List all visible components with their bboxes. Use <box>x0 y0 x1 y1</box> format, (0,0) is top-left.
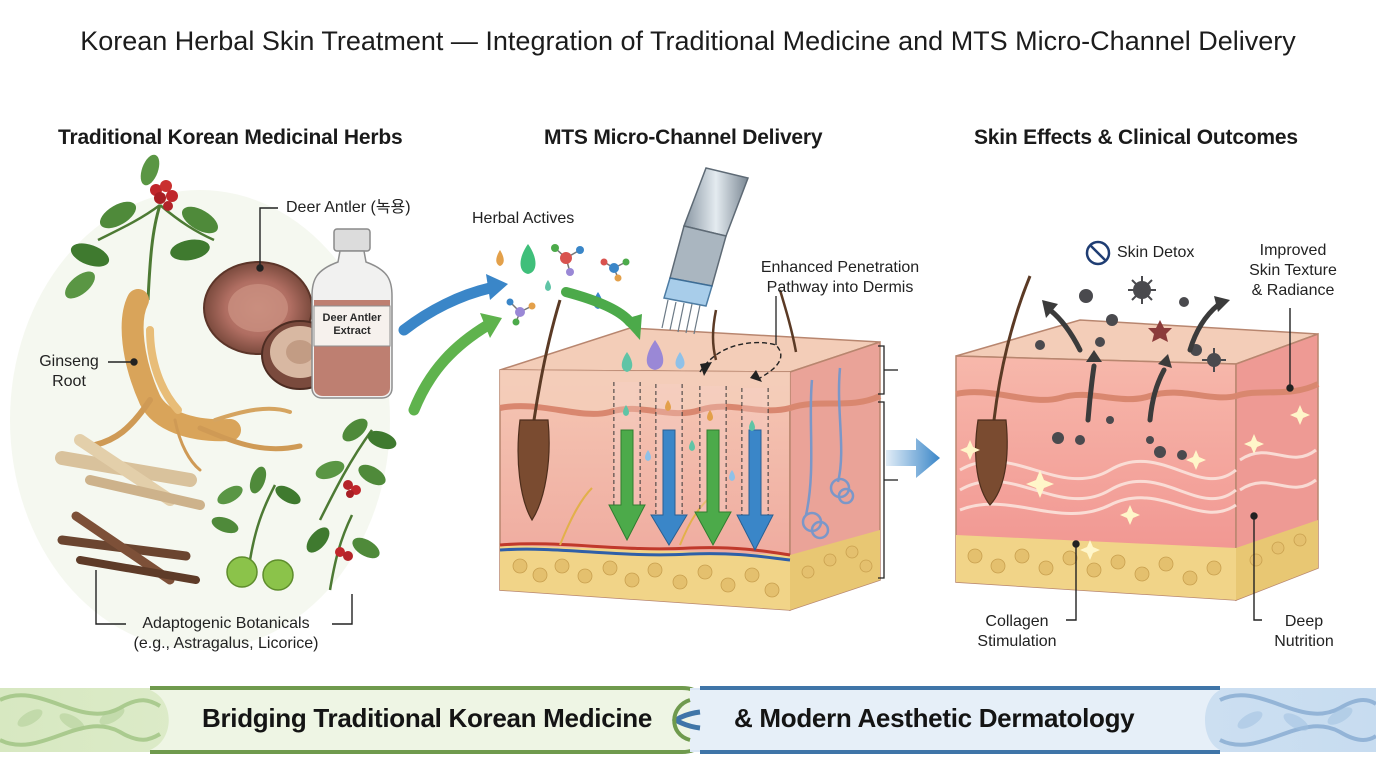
extract-bottle-icon <box>311 228 393 399</box>
collagen-label-line1: Collagen <box>985 613 1049 630</box>
adaptogenic-label-line2: (e.g., Astragalus, Licorice) <box>133 635 319 652</box>
effects-heading: Skin Effects & Clinical Outcomes <box>974 126 1298 149</box>
bottle-label-line2: Extract <box>333 325 371 337</box>
texture-label-line3: & Radiance <box>1251 282 1335 299</box>
transition-arrow-right <box>886 438 940 478</box>
ginseng-label-line1: Ginseng <box>39 353 99 370</box>
skin-block-mts <box>499 289 898 612</box>
penetration-label-line1: Enhanced Penetration <box>760 259 920 276</box>
delivery-arrows <box>608 429 774 552</box>
page-title: Korean Herbal Skin Treatment — Integrati… <box>80 26 1296 56</box>
banner-right-text: & Modern Aesthetic Dermatology <box>734 703 1135 733</box>
penetration-label: Enhanced Penetration Pathway into Dermis <box>748 258 932 298</box>
droplet-icon <box>621 340 755 481</box>
herb-leaves-icon <box>211 418 397 591</box>
mts-heading: MTS Micro-Channel Delivery <box>544 126 823 149</box>
molecule-icon <box>496 244 630 326</box>
detox-label: Skin Detox <box>1117 244 1195 261</box>
root-sticks-icon <box>55 434 205 585</box>
ginseng-label-line2: Root <box>52 373 86 390</box>
ginseng-icon <box>65 154 303 472</box>
flow-arrows-left <box>398 274 508 416</box>
texture-label-line1: Improved <box>1259 242 1327 259</box>
adaptogenic-label: Adaptogenic Botanicals (e.g., Astragalus… <box>106 614 346 654</box>
toxin-particle-icon <box>1035 276 1226 460</box>
herbs-heading: Traditional Korean Medicinal Herbs <box>58 126 403 149</box>
bottom-banner-art <box>0 686 1376 754</box>
microneedle-pen-icon <box>661 167 750 335</box>
texture-label: Improved Skin Texture & Radiance <box>1236 241 1350 301</box>
herbs-illustration <box>10 154 508 650</box>
skin-block-effects <box>955 240 1320 621</box>
sparkle-icon <box>960 405 1310 560</box>
deer-antler-label: Deer Antler (녹용) <box>286 199 411 216</box>
nutrition-label-line2: Nutrition <box>1274 633 1334 650</box>
bottle-label-line1: Deer Antler <box>322 312 382 324</box>
banner-left-text: Bridging Traditional Korean Medicine <box>202 703 653 733</box>
herb-callout-lines <box>95 207 353 625</box>
penetration-label-line2: Pathway into Dermis <box>766 279 914 296</box>
no-symbol-icon <box>1085 240 1111 266</box>
nutrition-label: Deep Nutrition <box>1262 612 1346 652</box>
ginseng-label: Ginseng Root <box>34 352 104 392</box>
texture-label-line2: Skin Texture <box>1249 262 1337 279</box>
bottle-label: Deer Antler Extract <box>314 312 390 338</box>
herbal-actives-label: Herbal Actives <box>472 210 575 227</box>
nutrition-label-line1: Deep <box>1284 613 1324 630</box>
collagen-label-line2: Stimulation <box>977 633 1057 650</box>
collagen-label: Collagen Stimulation <box>966 612 1068 652</box>
adaptogenic-label-line1: Adaptogenic Botanicals <box>142 615 310 632</box>
micro-channel-lines <box>613 382 769 525</box>
